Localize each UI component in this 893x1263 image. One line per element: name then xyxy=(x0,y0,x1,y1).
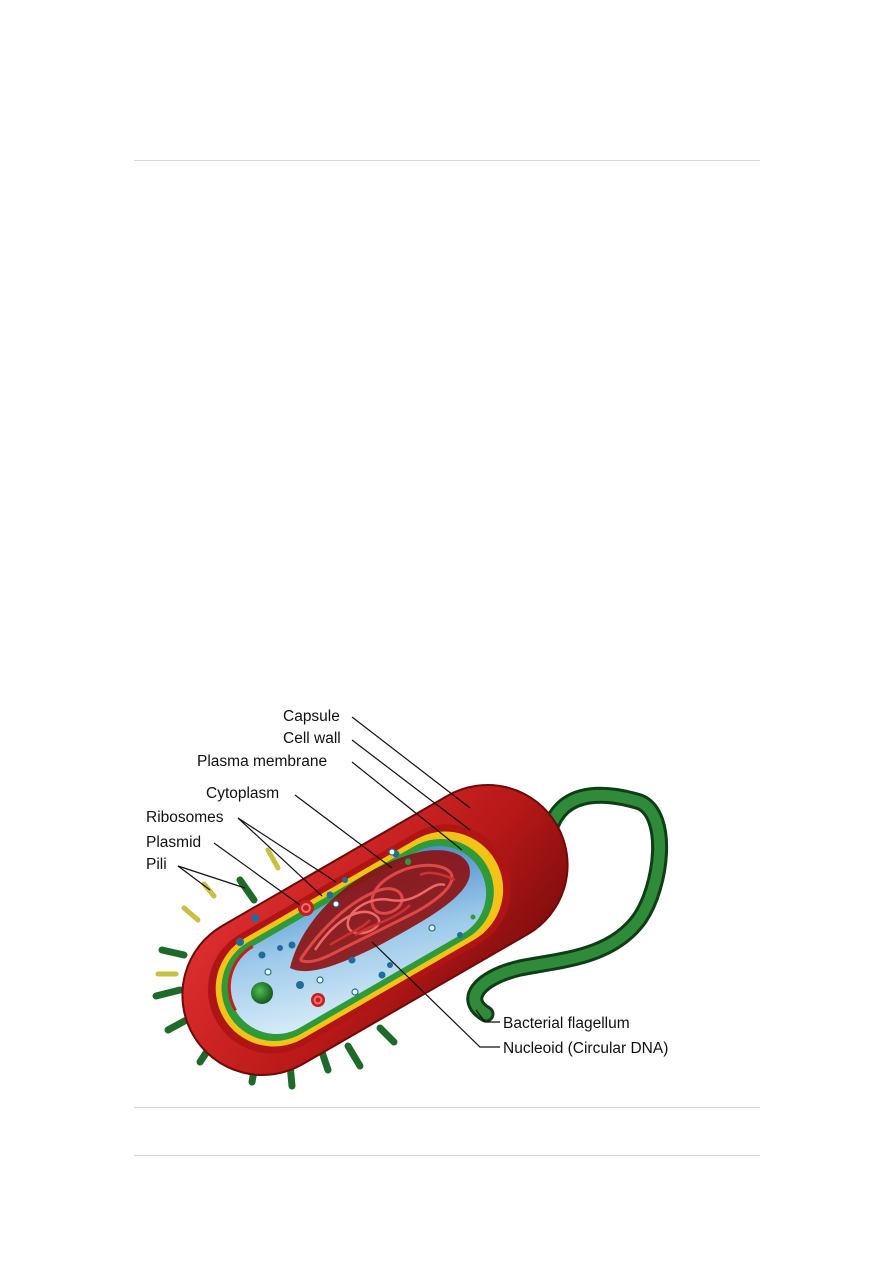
storage-granule xyxy=(251,982,273,1004)
nucleoid xyxy=(290,850,470,972)
leader-lines xyxy=(177,716,500,1048)
middle-divider xyxy=(134,1107,760,1108)
label-nucleoid: Nucleoid (Circular DNA) xyxy=(503,1040,668,1057)
label-capsule: Capsule xyxy=(283,708,340,725)
label-ribosomes: Ribosomes xyxy=(146,809,224,826)
label-plasma-membrane: Plasma membrane xyxy=(197,753,327,770)
top-divider xyxy=(134,160,760,161)
bottom-divider xyxy=(134,1155,760,1156)
label-bacterial-flagellum: Bacterial flagellum xyxy=(503,1015,630,1032)
label-plasmid: Plasmid xyxy=(146,834,201,851)
label-cell-wall: Cell wall xyxy=(283,730,341,747)
plasmid xyxy=(298,900,325,1007)
label-cytoplasm: Cytoplasm xyxy=(206,785,279,802)
label-pili: Pili xyxy=(146,856,167,873)
